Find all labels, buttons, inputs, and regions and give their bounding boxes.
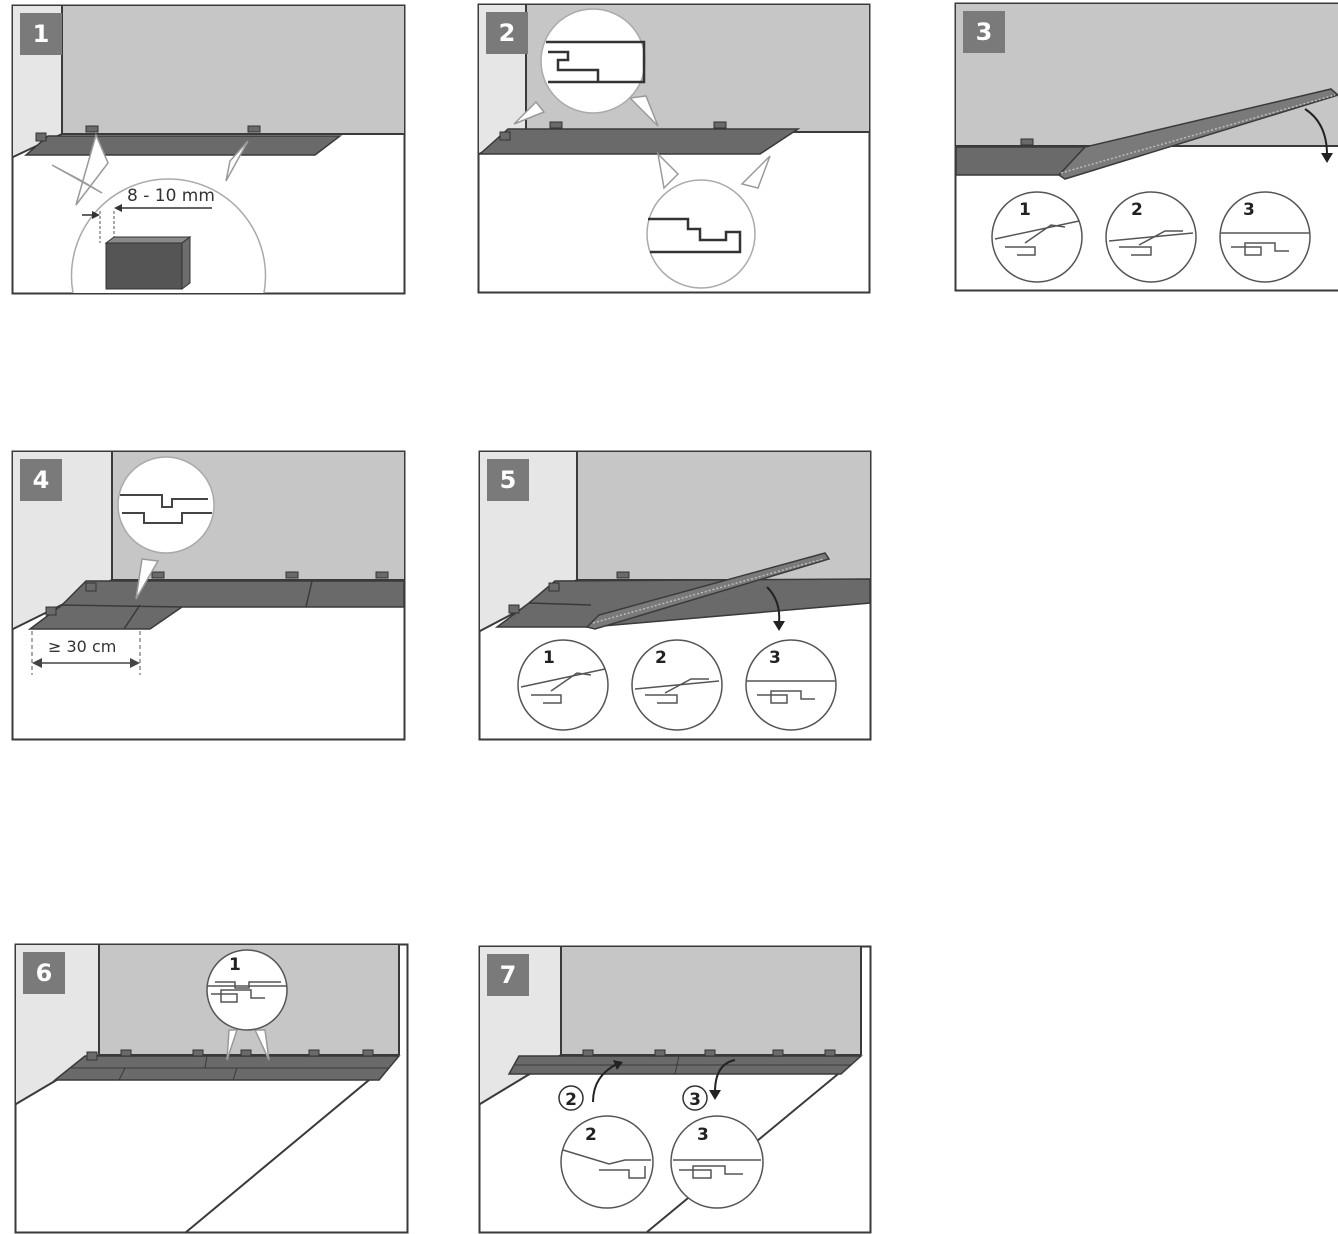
step-5-panel: 1 2 3 5: [479, 451, 871, 740]
step-2-panel: 2: [478, 4, 870, 293]
back-wall: [577, 452, 870, 580]
back-wall: [561, 947, 861, 1055]
step-3-panel: 1 2 3 3: [955, 3, 1338, 292]
sequence-number: 3: [689, 1090, 701, 1110]
sequence-number: 2: [1131, 200, 1143, 220]
sequence-number: 2: [585, 1125, 597, 1145]
sequence-number: 2: [655, 648, 667, 668]
step-number-badge: 7: [487, 954, 529, 996]
sequence-circle-3: 3: [1220, 192, 1310, 282]
step-7-illustration: 2 3 2 3: [479, 946, 871, 1234]
sequence-number: 1: [543, 648, 555, 668]
sequence-circle-1: 1: [518, 640, 608, 730]
spacer-icon: [1021, 139, 1033, 145]
step-6-illustration: 1: [15, 944, 408, 1234]
step-number-badge: 1: [20, 13, 62, 55]
spacing-dimension: 8 - 10 mm: [127, 186, 215, 206]
step-4-panel: ≥ 30 cm 4: [12, 451, 405, 740]
back-wall: [956, 4, 1338, 146]
sequence-number: 3: [769, 648, 781, 668]
sequence-number: 3: [1243, 200, 1255, 220]
step-callout-3: 3: [683, 1086, 707, 1110]
sequence-number: 3: [697, 1125, 709, 1145]
sequence-circle-1: 1: [992, 192, 1082, 282]
sequence-circle-1: 1: [207, 950, 287, 1030]
joint-detail-icon: [118, 457, 214, 553]
joint-circle-3: 3: [671, 1116, 763, 1208]
step-4-illustration: ≥ 30 cm: [12, 451, 405, 740]
sequence-circle-2: 2: [632, 640, 722, 730]
step-2-illustration: [478, 4, 870, 293]
first-plank: [26, 136, 340, 155]
sequence-circle-3: 3: [746, 640, 836, 730]
step-3-illustration: 1 2 3: [955, 3, 1338, 292]
offset-dimension: ≥ 30 cm: [48, 637, 116, 656]
sequence-number: 2: [565, 1090, 577, 1110]
sequence-circle-2: 2: [1106, 192, 1196, 282]
step-number-badge: 2: [486, 12, 528, 54]
plank: [480, 129, 798, 154]
step-number-badge: 5: [487, 459, 529, 501]
sequence-number: 1: [1019, 200, 1031, 220]
step-number-badge: 4: [20, 459, 62, 501]
step-1-illustration: 8 - 10 mm: [12, 5, 405, 294]
step-7-panel: 2 3 2 3 7: [479, 946, 871, 1234]
step-5-illustration: 1 2 3: [479, 451, 871, 740]
joint-circle-2: 2: [561, 1116, 653, 1208]
step-1-panel: 8 - 10 mm 1: [12, 5, 405, 294]
step-number-badge: 3: [963, 11, 1005, 53]
back-wall: [62, 6, 404, 134]
step-number-badge: 6: [23, 952, 65, 994]
joint-detail-icon: [541, 9, 645, 113]
step-callout-2: 2: [559, 1086, 583, 1110]
step-6-panel: 1 6: [15, 944, 408, 1234]
sequence-number: 1: [229, 955, 241, 975]
